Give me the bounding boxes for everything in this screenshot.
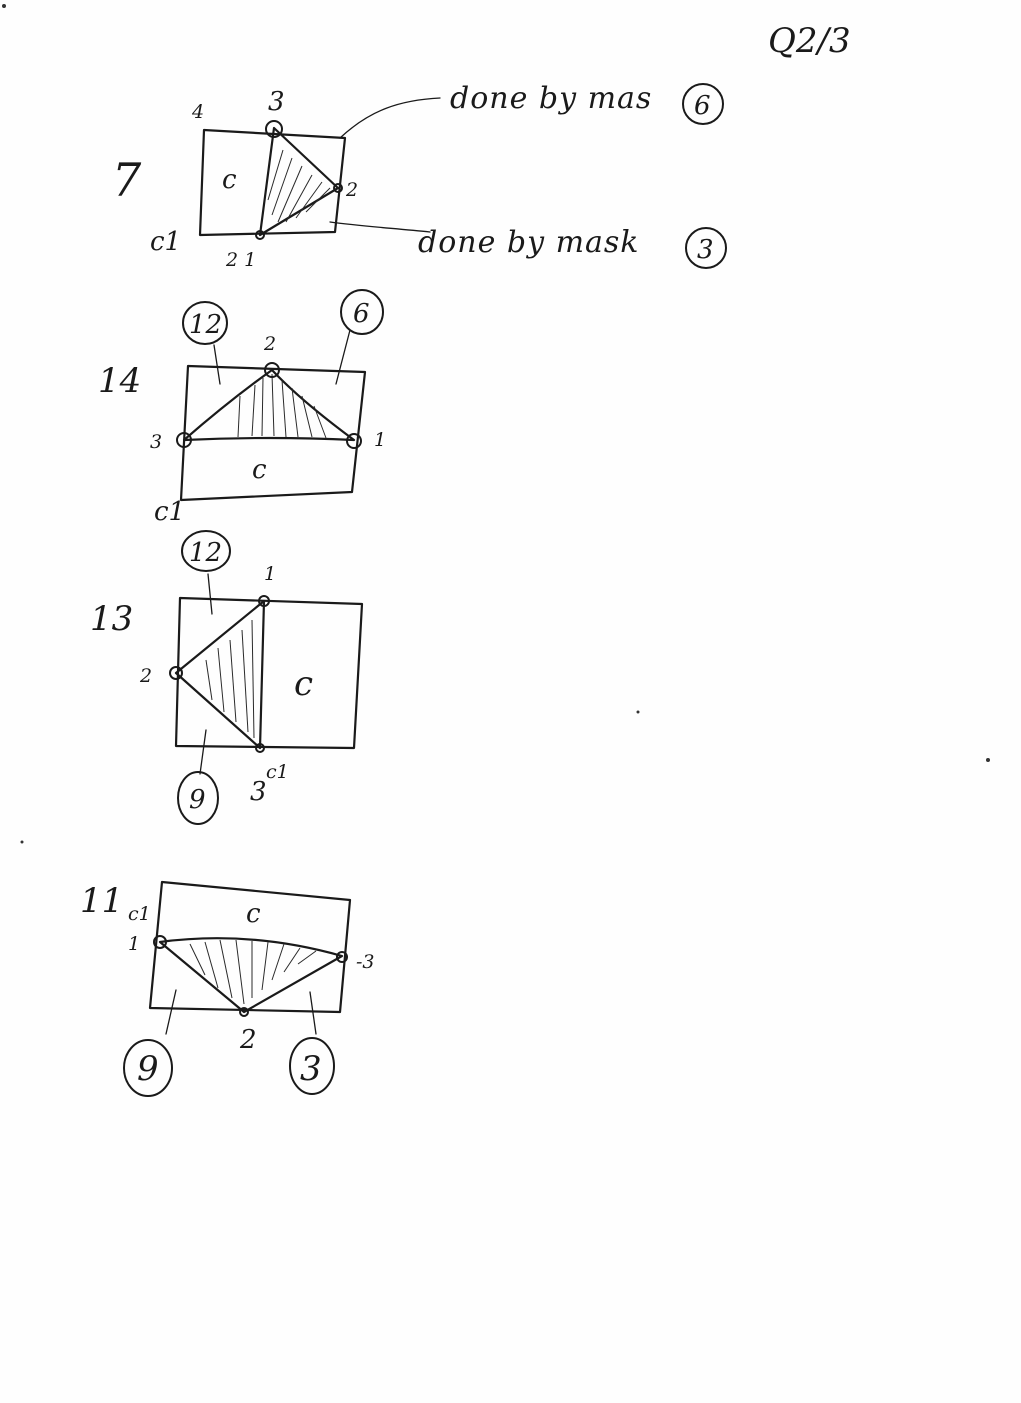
vertex-label-1: 1 bbox=[374, 429, 386, 451]
hatching bbox=[205, 619, 255, 739]
circled-value: 3 bbox=[697, 235, 714, 265]
figure-number: 11 bbox=[80, 881, 123, 921]
figure-number: 7 bbox=[112, 153, 142, 207]
corner-label: c1 bbox=[128, 903, 151, 925]
vertex-label-3: -3 bbox=[356, 951, 375, 973]
vertex-label-21: 2 1 bbox=[225, 249, 256, 271]
hatching bbox=[189, 939, 317, 1005]
cell-label: c bbox=[222, 165, 237, 195]
figure-13: 13 c 1 2 3 c1 12 9 bbox=[90, 530, 364, 825]
vertex-3 bbox=[255, 743, 265, 753]
corner-label: c1 bbox=[266, 761, 289, 783]
circled-number bbox=[685, 227, 727, 269]
figure-number: 13 bbox=[90, 599, 133, 639]
cell-label: c bbox=[294, 664, 313, 704]
circled-number bbox=[177, 771, 219, 825]
figure-7: 7 c c1 4 3 2 2 1 done by mas 6 done by m… bbox=[112, 81, 727, 271]
circled-number bbox=[123, 1039, 173, 1097]
figure-14: 14 c c1 2 3 1 12 6 bbox=[98, 289, 386, 527]
circled-number bbox=[289, 1037, 335, 1095]
vertex-2 bbox=[169, 666, 183, 680]
vertex-1 bbox=[346, 433, 362, 449]
annotation-text: done by mask bbox=[418, 225, 639, 260]
cell-square bbox=[174, 596, 364, 750]
leader-line bbox=[207, 573, 213, 615]
circled-number bbox=[181, 530, 231, 572]
leader-line bbox=[309, 991, 317, 1035]
leader-line bbox=[339, 97, 441, 139]
hatching bbox=[267, 149, 331, 223]
annotation-text: done by mas bbox=[450, 81, 652, 116]
figure-number: 14 bbox=[98, 361, 141, 401]
vertex-label-1: 1 bbox=[264, 563, 276, 585]
cell-square bbox=[179, 364, 367, 502]
circled-value: 6 bbox=[353, 299, 370, 329]
circled-value: 9 bbox=[189, 785, 206, 815]
vertex-label-2: 2 bbox=[345, 179, 358, 201]
vertex-label-3: 3 bbox=[250, 777, 267, 807]
leader-line bbox=[213, 344, 221, 385]
cell-square bbox=[198, 128, 347, 237]
leader-line bbox=[329, 221, 431, 233]
circled-number bbox=[682, 83, 724, 125]
leader-line bbox=[165, 989, 177, 1035]
vertex-2 bbox=[333, 183, 343, 193]
shaded-triangle bbox=[258, 126, 340, 237]
vertex-3 bbox=[265, 120, 283, 138]
vertex-label-3: 3 bbox=[268, 87, 285, 117]
shaded-triangle bbox=[174, 599, 266, 750]
leader-line bbox=[199, 729, 207, 775]
shaded-triangle bbox=[182, 368, 356, 442]
vertex-3 bbox=[336, 951, 348, 963]
circled-value: 12 bbox=[189, 538, 222, 568]
cell-label: c bbox=[246, 899, 261, 929]
scan-specks bbox=[2, 4, 990, 844]
vertex-label-4: 4 bbox=[191, 101, 204, 123]
vertex-3 bbox=[176, 432, 192, 448]
vertex-label-2: 2 bbox=[139, 665, 152, 687]
vertex-label-2: 2 bbox=[263, 333, 276, 355]
circled-number bbox=[182, 301, 228, 345]
circled-number bbox=[340, 289, 384, 335]
circled-value: 9 bbox=[137, 1049, 159, 1089]
page-label: Q2/3 bbox=[768, 21, 851, 61]
vertex-label-2: 2 bbox=[239, 1025, 257, 1055]
vertex-label-1: 1 bbox=[128, 933, 140, 955]
hatching bbox=[237, 373, 327, 439]
vertex-1 bbox=[153, 935, 167, 949]
vertex-2 bbox=[239, 1007, 249, 1017]
corner-label: c1 bbox=[154, 497, 185, 527]
cell-label: c bbox=[252, 455, 267, 485]
circled-value: 3 bbox=[300, 1049, 322, 1089]
circled-value: 6 bbox=[694, 91, 711, 121]
figure-11: 11 c c1 1 -3 2 9 3 bbox=[80, 880, 375, 1097]
vertex-2 bbox=[264, 362, 280, 378]
vertex-1 bbox=[258, 595, 270, 607]
vertex-label-3: 3 bbox=[150, 431, 162, 453]
corner-label: c1 bbox=[150, 227, 181, 257]
circled-value: 12 bbox=[189, 310, 222, 340]
cell-square bbox=[148, 880, 352, 1014]
shaded-triangle bbox=[158, 937, 344, 1014]
leader-line bbox=[335, 329, 351, 385]
vertex-1 bbox=[255, 230, 265, 240]
